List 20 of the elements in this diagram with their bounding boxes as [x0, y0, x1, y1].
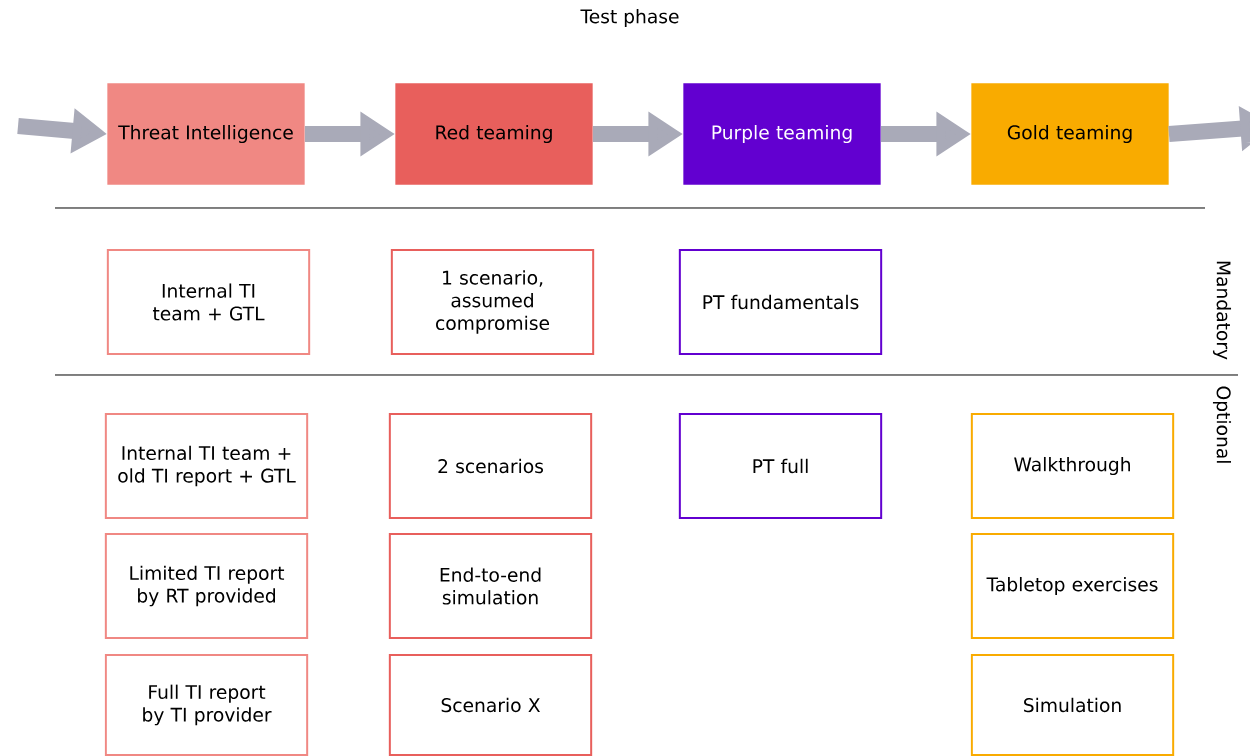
option-box: Scenario X	[388, 654, 593, 756]
phase-box: Gold teaming	[971, 83, 1169, 185]
option-box: PT fundamentals	[678, 249, 883, 355]
option-box: Walkthrough	[970, 413, 1175, 519]
phase-box: Purple teaming	[683, 83, 881, 185]
option-box: 1 scenario, assumed compromise	[390, 249, 595, 355]
option-box: Full TI report by TI provider	[104, 654, 309, 756]
heading: Test phase	[580, 8, 679, 28]
row-label: Optional	[1212, 386, 1232, 463]
option-box: Internal TI team + old TI report + GTL	[104, 413, 309, 519]
option-box: PT full	[678, 413, 883, 519]
option-box: Internal TI team + GTL	[106, 249, 311, 355]
option-box: End-to-end simulation	[388, 533, 593, 639]
option-box: Limited TI report by RT provided	[104, 533, 309, 639]
option-box: Simulation	[970, 654, 1175, 756]
option-box: 2 scenarios	[388, 413, 593, 519]
option-box: Tabletop exercises	[970, 533, 1175, 639]
phase-box: Red teaming	[395, 83, 593, 185]
row-label: Mandatory	[1212, 261, 1232, 360]
phase-box: Threat Intelligence	[107, 83, 305, 185]
